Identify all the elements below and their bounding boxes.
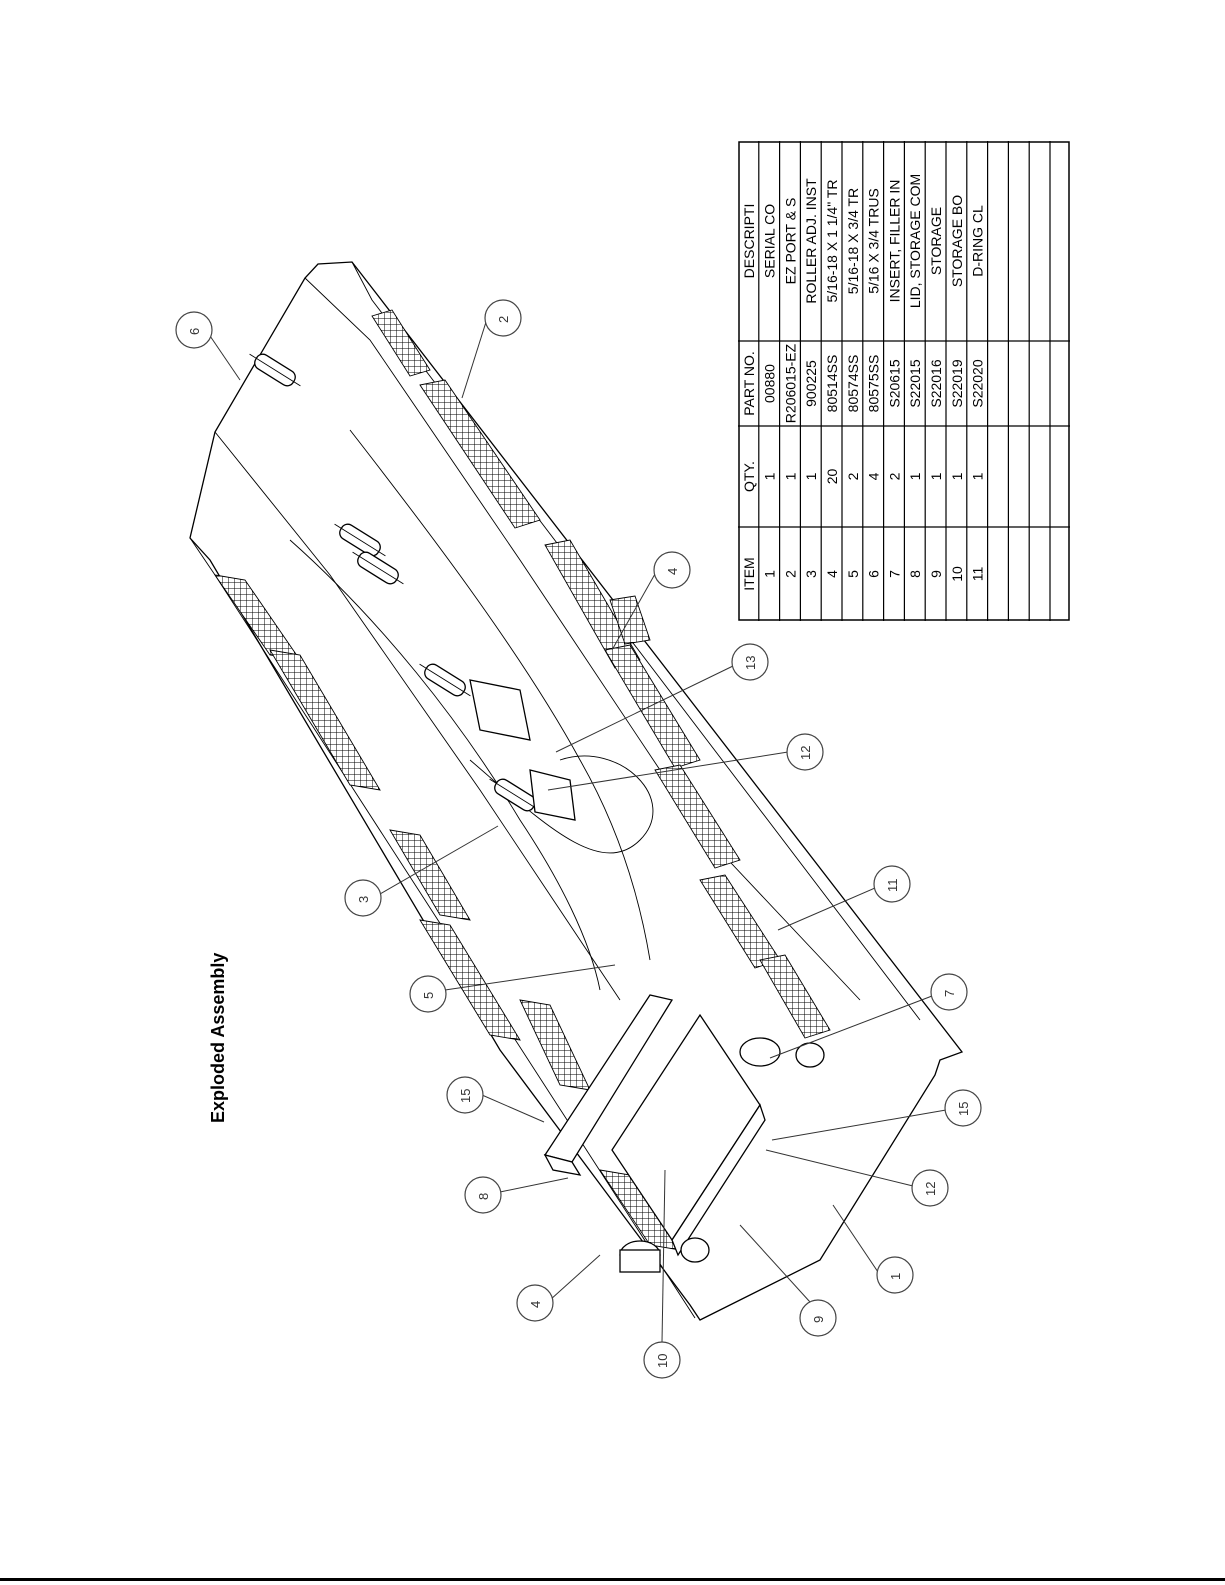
bom-cell-desc: 5/16 X 3/4 TRUS xyxy=(866,188,882,294)
balloon-2-label: 2 xyxy=(496,316,511,323)
bom-cell-item: 9 xyxy=(928,570,944,578)
bom-cell-item: 7 xyxy=(886,570,902,578)
balloon-1: 1 xyxy=(876,1256,914,1294)
bom-cell-part: 80574SS xyxy=(845,355,861,413)
balloon-7-label: 7 xyxy=(942,990,957,997)
bom-cell-qty: 1 xyxy=(907,472,923,480)
balloon-3-label: 3 xyxy=(356,896,371,903)
bom-cell-desc: D-RING CL xyxy=(970,205,986,277)
bom-cell-qty: 1 xyxy=(949,472,965,480)
balloon-5-label: 5 xyxy=(421,992,436,999)
bom-cell-item: 8 xyxy=(907,570,923,578)
bom-cell-qty: 1 xyxy=(970,472,986,480)
bom-cell-desc: 5/16-18 X 3/4 TR xyxy=(845,188,861,294)
balloon-14: 13 xyxy=(731,643,769,681)
balloon-10-label: 10 xyxy=(655,1354,670,1368)
balloon-6-label: 6 xyxy=(187,328,202,335)
bom-cell-part: 80514SS xyxy=(824,355,840,413)
balloon-15-left: 15 xyxy=(446,1076,484,1114)
bom-cell-part: R206015-EZ xyxy=(782,343,798,423)
bom-header-3: DESCRIPTI xyxy=(741,204,757,279)
bom-cell-qty: 1 xyxy=(928,472,944,480)
balloon-9: 9 xyxy=(799,1299,837,1337)
page-title-text: Exploded Assembly xyxy=(208,953,228,1123)
bom-cell-item: 2 xyxy=(782,570,798,578)
bom-cell-part: 80575SS xyxy=(866,355,882,413)
balloon-11-label: 11 xyxy=(885,879,900,893)
balloon-5: 5 xyxy=(409,975,447,1013)
balloon-6: 6 xyxy=(175,311,213,349)
page-title-svg: Exploded Assembly xyxy=(208,953,228,1123)
bom-cell-part: S22015 xyxy=(907,359,923,407)
bom-cell-part: S22016 xyxy=(928,359,944,407)
bom-cell-qty: 1 xyxy=(762,472,778,480)
bom-cell-part: 900225 xyxy=(803,360,819,407)
page-title: Exploded Assembly xyxy=(196,945,236,1125)
bom-cell-item: 6 xyxy=(866,570,882,578)
bom-cell-desc: STORAGE xyxy=(928,207,944,275)
balloon-4-left: 4 xyxy=(516,1284,554,1322)
balloon-15-right: 15 xyxy=(944,1089,982,1127)
bom-cell-part: S22019 xyxy=(949,359,965,407)
bom-cell-item: 4 xyxy=(824,570,840,578)
bom-cell-item: 11 xyxy=(970,567,986,582)
balloon-12: 12 xyxy=(911,1169,949,1207)
balloon-15-right-label: 15 xyxy=(956,1102,971,1116)
balloon-3: 3 xyxy=(344,879,382,917)
bom-header-2: PART NO. xyxy=(741,351,757,416)
balloon-15-left-label: 15 xyxy=(458,1089,473,1103)
balloon-13: 12 xyxy=(786,733,824,771)
bom-cell-qty: 20 xyxy=(824,469,840,485)
bom-cell-qty: 2 xyxy=(845,472,861,480)
balloon-4-right-label: 4 xyxy=(665,568,680,575)
bom-header-1: QTY. xyxy=(741,461,757,492)
balloon-2: 2 xyxy=(484,299,522,337)
right-grid-panels xyxy=(371,309,831,1039)
left-grid-panels xyxy=(214,574,681,1251)
page-bottom-rule xyxy=(0,1578,1225,1581)
bom-cell-item: 3 xyxy=(803,570,819,578)
bom-cell-qty: 1 xyxy=(782,472,798,480)
bom-cell-desc: ROLLER ADJ. INST xyxy=(803,178,819,304)
bom-cell-desc: EZ PORT & S xyxy=(782,198,798,285)
storage-lid xyxy=(543,994,674,1176)
balloon-14-label: 13 xyxy=(743,656,758,670)
balloon-1-label: 1 xyxy=(888,1273,903,1280)
bom-cell-desc: LID, STORAGE COM xyxy=(907,174,923,308)
callout-balloons: 6 2 4 13 12 3 11 5 7 15 15 8 12 1 4 9 10 xyxy=(175,299,982,1379)
bom-cell-item: 5 xyxy=(845,570,861,578)
storage-box xyxy=(611,1013,766,1257)
roller-assemblies xyxy=(249,353,576,821)
balloon-12-label: 12 xyxy=(923,1182,938,1196)
bom-cell-part: S22020 xyxy=(970,359,986,407)
bom-grid xyxy=(738,141,1070,621)
bom-cell-qty: 1 xyxy=(803,472,819,480)
balloon-10: 10 xyxy=(643,1341,681,1379)
bom-cell-qty: 4 xyxy=(866,472,882,480)
bom-cell-item: 1 xyxy=(762,570,778,578)
bom-cell-qty: 2 xyxy=(886,472,902,480)
bom-cell-part: S20615 xyxy=(886,359,902,407)
balloon-8: 8 xyxy=(464,1176,502,1214)
balloon-8-label: 8 xyxy=(476,1193,491,1200)
balloon-4-left-label: 4 xyxy=(528,1301,543,1308)
bom-cell-desc: INSERT, FILLER IN xyxy=(886,180,902,303)
bom-cell-part: 00880 xyxy=(762,364,778,403)
balloon-4-right: 4 xyxy=(653,551,691,589)
bom-cell-desc: STORAGE BO xyxy=(949,195,965,287)
bom-cell-item: 10 xyxy=(949,566,965,582)
balloon-11: 11 xyxy=(873,865,911,903)
balloon-13-label: 12 xyxy=(798,746,813,760)
bom-cell-desc: SERIAL CO xyxy=(762,204,778,278)
balloon-7: 7 xyxy=(930,973,968,1011)
bom-header-0: ITEM xyxy=(741,557,757,590)
bom-cell-desc: 5/16-18 X 1 1/4" TR xyxy=(824,179,840,302)
balloon-9-label: 9 xyxy=(811,1316,826,1323)
